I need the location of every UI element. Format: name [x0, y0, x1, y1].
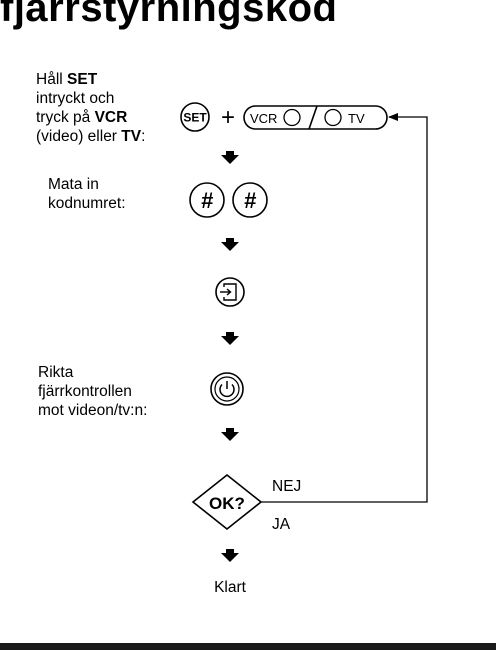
hash-button: # [232, 182, 268, 218]
step1-vcr-word: VCR [94, 109, 128, 126]
plus-sign: + [221, 104, 235, 131]
step1-text-line4: (video) eller [36, 128, 122, 145]
down-arrow-icon [221, 549, 239, 562]
down-arrow-icon [221, 151, 239, 164]
tv-label: TV [348, 111, 365, 126]
feedback-loop-connector [261, 113, 428, 503]
power-button [210, 372, 244, 406]
hash-label: # [201, 188, 214, 213]
power-icon [219, 381, 235, 398]
hash-button: # [189, 182, 225, 218]
step1-tv-word: TV [121, 128, 142, 145]
step4-text-line2: fjärrkontrollen [38, 383, 132, 400]
set-button: SET [180, 102, 210, 132]
hash-label: # [244, 188, 257, 213]
down-arrow-icon [221, 238, 239, 251]
vcr-tv-selector: VCR TV [243, 105, 388, 130]
step2-text-line1: Mata in [48, 176, 99, 193]
step1-set-word: SET [67, 71, 98, 88]
step4-instruction: Rikta fjärrkontrollen mot videon/tv:n: [38, 363, 147, 420]
page-title: fjärrstyrningskod [0, 0, 338, 30]
divider-slash [308, 105, 318, 130]
step4-text-line1: Rikta [38, 364, 74, 381]
step1-text-line2: intryckt och [36, 90, 115, 107]
decision-label: OK? [209, 494, 245, 513]
step1-text-line3: tryck på [36, 109, 95, 126]
yes-label: JA [272, 516, 291, 533]
enter-icon [220, 283, 237, 301]
tv-indicator-icon [324, 108, 342, 127]
down-arrow-icon [221, 428, 239, 441]
enter-button [215, 277, 245, 307]
step4-text-line3: mot videon/tv:n: [38, 402, 148, 419]
down-arrow-icon [221, 332, 239, 345]
step2-text-line2: kodnumret: [48, 195, 126, 212]
step1-colon: : [141, 128, 146, 145]
step1-text-a: Håll [36, 71, 68, 88]
no-label: NEJ [272, 478, 301, 495]
vcr-label: VCR [250, 111, 277, 126]
end-label: Klart [214, 579, 247, 596]
decision-diamond: OK? [191, 473, 263, 531]
set-button-label: SET [183, 111, 207, 125]
bottom-rule [0, 643, 496, 650]
step1-instruction: Håll SET intryckt och tryck på VCR (vide… [36, 70, 145, 146]
step2-instruction: Mata in kodnumret: [48, 175, 126, 213]
vcr-indicator-icon [283, 108, 301, 127]
